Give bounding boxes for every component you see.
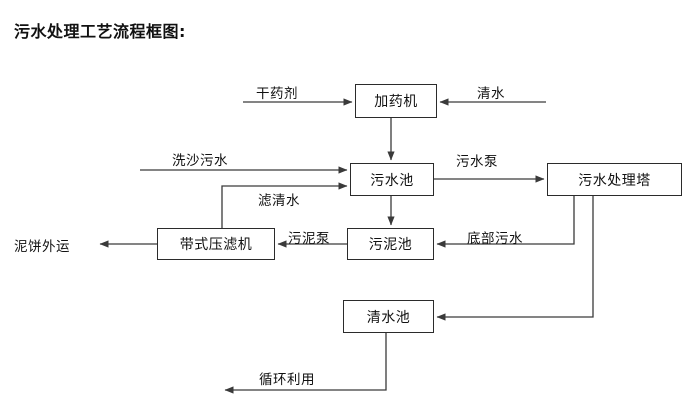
- edge-label-clean-water-in: 清水: [477, 86, 505, 102]
- node-label: 清水池: [366, 309, 411, 326]
- connector-tower-to-clean-water-pool: [436, 196, 594, 321]
- edge-label-dry-chemical: 干药剂: [256, 86, 298, 102]
- terminal-label-mud-cake-out: 泥饼外运: [14, 239, 70, 255]
- page-title: 污水处理工艺流程框图:: [14, 22, 186, 41]
- node-label: 带式压滤机: [179, 237, 253, 253]
- node-label: 加药机: [374, 94, 418, 110]
- edge-label-bottom-sewage: 底部污水: [467, 231, 523, 247]
- node-treatment-tower[interactable]: 污水处理塔: [547, 163, 682, 196]
- node-belt-filter-press[interactable]: 带式压滤机: [157, 228, 275, 260]
- node-label: 污水池: [370, 172, 414, 189]
- node-label: 污泥池: [368, 237, 413, 253]
- edge-label-sewage-pump: 污水泵: [456, 154, 498, 170]
- edge-label-sludge-pump: 污泥泵: [288, 231, 330, 247]
- edge-label-recycle-reuse: 循环利用: [259, 372, 315, 388]
- connector-clean-water-pool-to-reuse: [224, 333, 387, 394]
- node-clean-water-pool[interactable]: 清水池: [343, 300, 434, 333]
- connector-press-to-wastewater-pool: [221, 182, 348, 228]
- node-label: 污水处理塔: [578, 172, 651, 189]
- connector-tower-to-sludge-pool: [436, 196, 575, 248]
- node-sludge-pool[interactable]: 污泥池: [347, 228, 434, 260]
- edge-label-sand-wash-sewage: 洗沙污水: [172, 153, 228, 169]
- edge-label-filtered-clear-water: 滤清水: [258, 193, 300, 209]
- node-dosing-machine[interactable]: 加药机: [355, 84, 437, 118]
- node-wastewater-pool[interactable]: 污水池: [350, 163, 434, 196]
